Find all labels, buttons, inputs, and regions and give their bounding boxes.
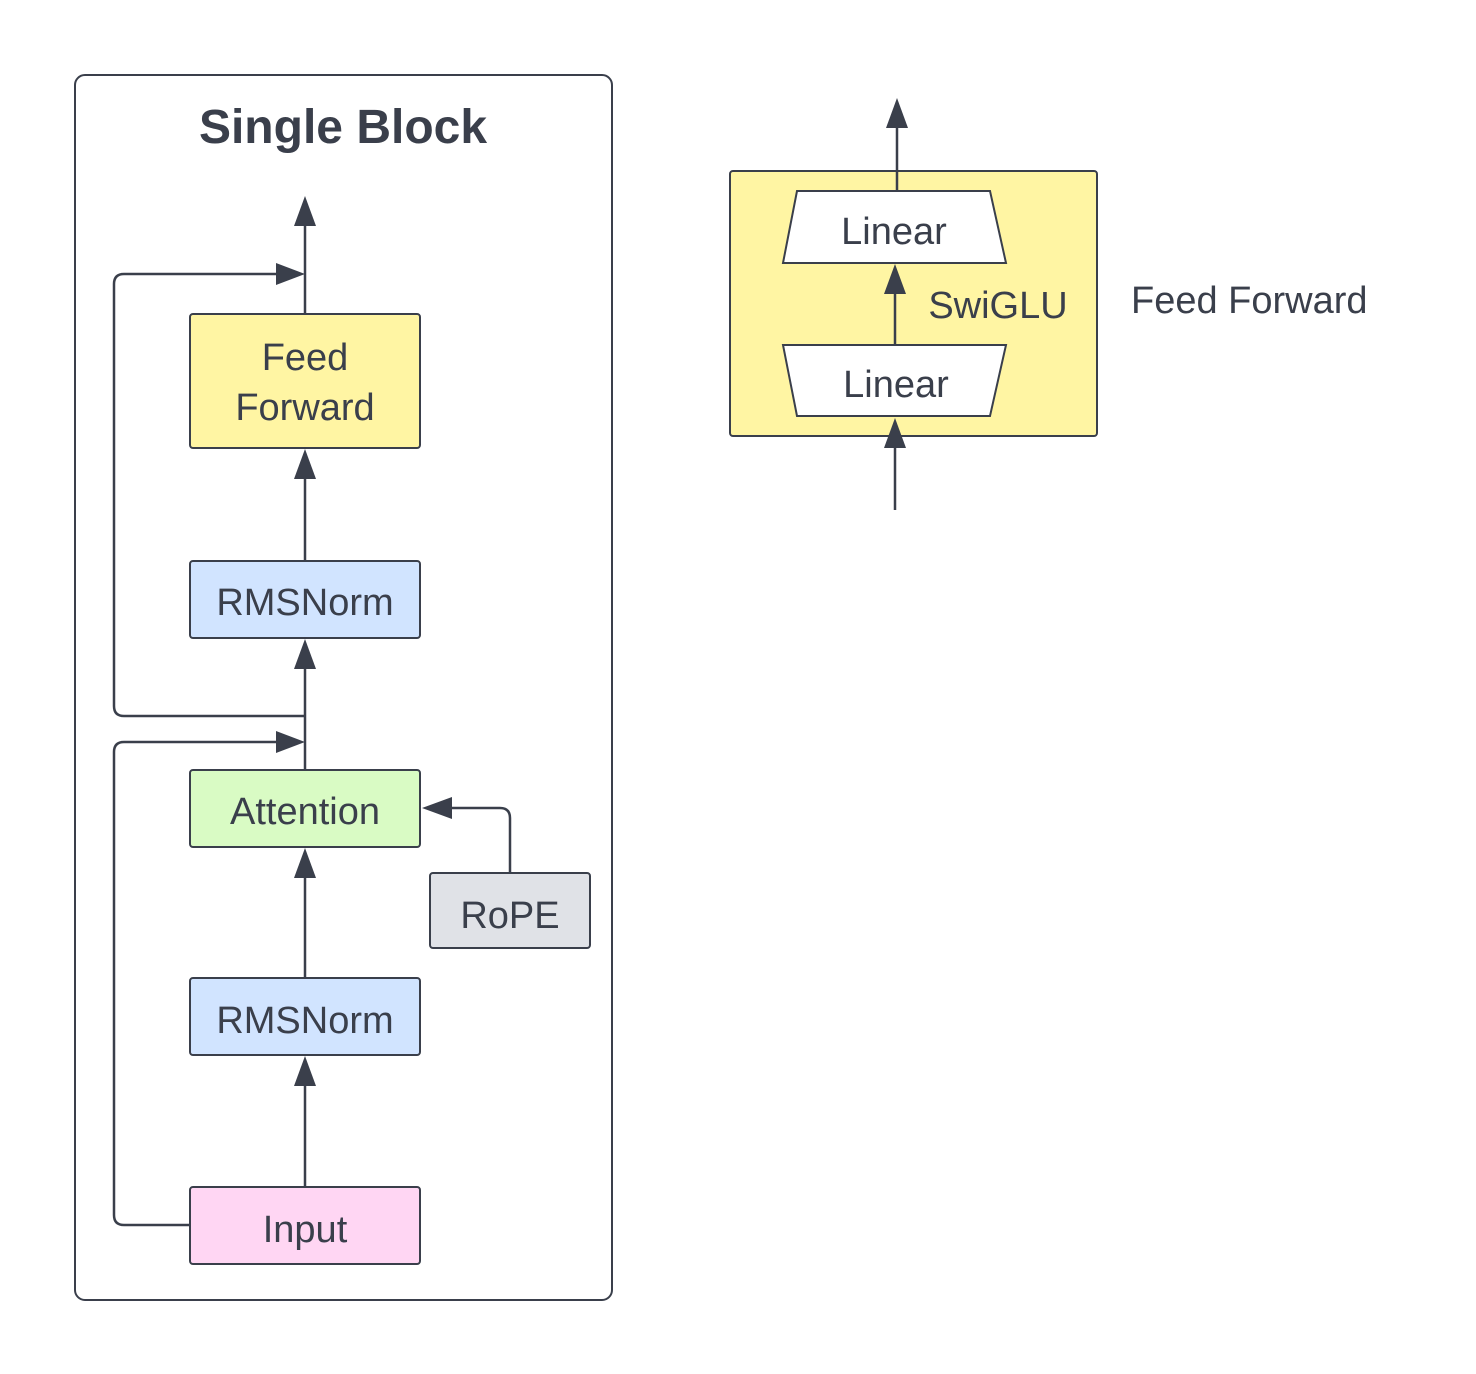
swiglu-label: SwiGLU	[928, 285, 1067, 327]
arrowhead-rope-in	[422, 797, 452, 819]
detail-input-arrowhead	[884, 418, 906, 448]
residual-arrowhead-lower	[276, 731, 305, 753]
rope-node: RoPE	[429, 872, 591, 949]
rope-label: RoPE	[460, 895, 559, 937]
rmsnorm-top-node: RMSNorm	[189, 560, 421, 639]
residual-edge-input	[112, 740, 282, 1227]
single-block-title: Single Block	[199, 101, 487, 154]
input-label: Input	[263, 1209, 348, 1251]
rmsnorm-top-label: RMSNorm	[216, 582, 393, 624]
linear-top-node: Linear	[781, 190, 1008, 264]
arrowhead-rmsnorm-bottom-in	[294, 1056, 316, 1086]
residual-edge-attention	[112, 272, 305, 718]
attention-node: Attention	[189, 769, 421, 848]
arrowhead-rmsnorm-top-in	[294, 639, 316, 669]
linear-bottom-label: Linear	[843, 364, 949, 406]
residual-arrowhead-upper	[276, 263, 305, 285]
edge-rope-to-attention	[446, 806, 512, 873]
output-arrowhead	[294, 196, 316, 226]
input-node: Input	[189, 1186, 421, 1265]
detail-output-arrowhead	[886, 98, 908, 128]
detail-linear-arrowhead	[884, 264, 906, 294]
feed-forward-caption: Feed Forward	[1131, 280, 1368, 322]
arrowhead-feedforward-in	[294, 449, 316, 479]
arrowhead-attention-in	[294, 848, 316, 878]
single-block-container	[74, 74, 613, 1301]
linear-bottom-node: Linear	[781, 344, 1008, 417]
feed-forward-node: Feed Forward	[189, 313, 421, 449]
feed-forward-label-line1: Feed	[262, 337, 349, 379]
rmsnorm-bottom-node: RMSNorm	[189, 977, 421, 1056]
attention-label: Attention	[230, 791, 380, 833]
rmsnorm-bottom-label: RMSNorm	[216, 1000, 393, 1042]
linear-top-label: Linear	[841, 211, 947, 253]
feed-forward-label-line2: Forward	[235, 387, 374, 429]
